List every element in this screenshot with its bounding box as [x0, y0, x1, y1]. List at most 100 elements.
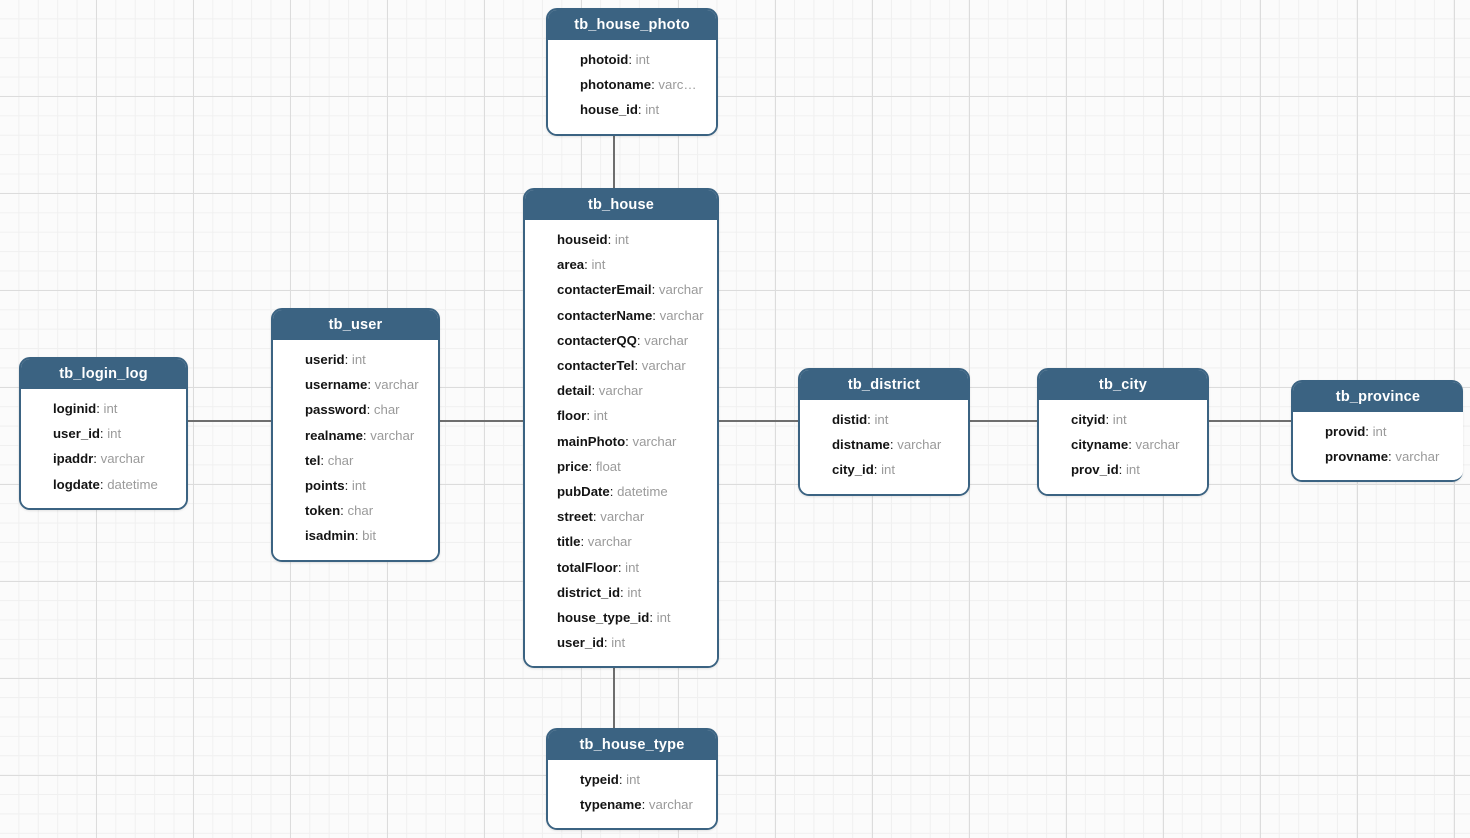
field-row[interactable]: contacterTel: varchar — [525, 353, 717, 378]
field-row[interactable]: city_id: int — [800, 457, 968, 482]
connector-login_log-to-user[interactable] — [188, 420, 271, 422]
field-type: int — [351, 352, 366, 367]
field-name: cityname — [1071, 437, 1129, 453]
field-type: varchar — [632, 433, 677, 449]
field-name: username — [305, 377, 368, 393]
field-separator: : — [651, 282, 659, 298]
field-row[interactable]: prov_id: int — [1039, 457, 1207, 482]
field-name: district_id — [557, 584, 621, 600]
connector-user-to-house[interactable] — [440, 420, 523, 422]
field-row[interactable]: mainPhoto: varchar — [525, 429, 717, 454]
field-row[interactable]: ipaddr: varchar — [21, 446, 186, 471]
field-row[interactable]: loginid: int — [21, 396, 186, 421]
field-row[interactable]: contacterQQ: varchar — [525, 328, 717, 353]
field-type: varc… — [658, 77, 697, 93]
field-row[interactable]: username: varchar — [273, 372, 438, 397]
field-row[interactable]: typeid: int — [548, 767, 716, 792]
entity-title-tb_city: tb_city — [1039, 370, 1207, 400]
field-type: float — [595, 458, 621, 474]
field-row[interactable]: userid: int — [273, 347, 438, 372]
field-row[interactable]: area: int — [525, 252, 717, 277]
field-name: provname — [1325, 449, 1389, 465]
field-name: price — [557, 458, 589, 474]
field-separator: : — [618, 772, 627, 787]
connector-house-to-house_type[interactable] — [613, 666, 615, 728]
field-row[interactable]: contacterEmail: varchar — [525, 277, 717, 302]
field-row[interactable]: distid: int — [800, 407, 968, 432]
field-separator: : — [340, 503, 348, 519]
field-row[interactable]: points: int — [273, 473, 438, 498]
field-row[interactable]: provid: int — [1293, 419, 1463, 444]
field-name: distid — [832, 412, 868, 427]
field-separator: : — [592, 509, 601, 525]
field-row[interactable]: photoid: int — [548, 47, 716, 72]
field-name: contacterQQ — [557, 332, 637, 348]
field-row[interactable]: house_type_id: int — [525, 605, 717, 630]
connector-house_photo-to-house[interactable] — [613, 131, 615, 188]
entity-title-tb_user: tb_user — [273, 310, 438, 340]
field-name: house_id — [580, 102, 638, 118]
entity-title-tb_province: tb_province — [1293, 382, 1463, 412]
connector-district-to-city[interactable] — [970, 420, 1037, 422]
field-row[interactable]: cityid: int — [1039, 407, 1207, 432]
field-separator: : — [586, 408, 594, 424]
field-separator: : — [873, 462, 882, 478]
field-row[interactable]: house_id: int — [548, 97, 716, 122]
field-separator: : — [1388, 449, 1396, 465]
field-row[interactable]: isadmin: bit — [273, 523, 438, 548]
field-row[interactable]: distname: varchar — [800, 432, 968, 457]
field-row[interactable]: price: float — [525, 454, 717, 479]
field-type: varchar — [644, 332, 689, 348]
entity-title-tb_house_type: tb_house_type — [548, 730, 716, 760]
field-row[interactable]: realname: varchar — [273, 423, 438, 448]
field-row[interactable]: district_id: int — [525, 580, 717, 605]
field-row[interactable]: tel: char — [273, 448, 438, 473]
field-name: realname — [305, 427, 363, 443]
field-name: title — [557, 534, 581, 550]
connector-city-to-province[interactable] — [1209, 420, 1291, 422]
field-row[interactable]: floor: int — [525, 403, 717, 428]
field-row[interactable]: user_id: int — [525, 630, 717, 655]
field-row[interactable]: houseid: int — [525, 227, 717, 252]
field-row[interactable]: pubDate: datetime — [525, 479, 717, 504]
field-type: int — [611, 635, 626, 651]
field-separator: : — [652, 307, 660, 323]
field-row[interactable]: photoname: varc… — [548, 72, 716, 97]
field-row[interactable]: password: char — [273, 397, 438, 422]
field-row[interactable]: street: varchar — [525, 504, 717, 529]
field-separator: : — [93, 451, 101, 467]
field-type: datetime — [107, 476, 158, 492]
field-row[interactable]: cityname: varchar — [1039, 432, 1207, 457]
field-row[interactable]: provname: varchar — [1293, 444, 1463, 469]
field-separator: : — [1365, 424, 1373, 439]
field-name: loginid — [53, 401, 97, 416]
field-separator: : — [637, 102, 646, 118]
field-row[interactable]: totalFloor: int — [525, 555, 717, 580]
connector-house-to-district[interactable] — [719, 420, 798, 422]
field-separator: : — [584, 257, 592, 273]
field-row[interactable]: title: varchar — [525, 529, 717, 554]
field-row[interactable]: logdate: datetime — [21, 472, 186, 497]
field-row[interactable]: user_id: int — [21, 421, 186, 446]
field-type: int — [107, 426, 122, 442]
field-type: varchar — [370, 427, 415, 443]
field-row[interactable]: typename: varchar — [548, 792, 716, 817]
field-name: contacterName — [557, 307, 653, 323]
field-row[interactable]: detail: varchar — [525, 378, 717, 403]
field-type: bit — [362, 528, 377, 544]
field-row[interactable]: token: char — [273, 498, 438, 523]
field-type: int — [656, 610, 671, 626]
field-name: points — [305, 478, 345, 494]
field-row[interactable]: contacterName: varchar — [525, 303, 717, 328]
